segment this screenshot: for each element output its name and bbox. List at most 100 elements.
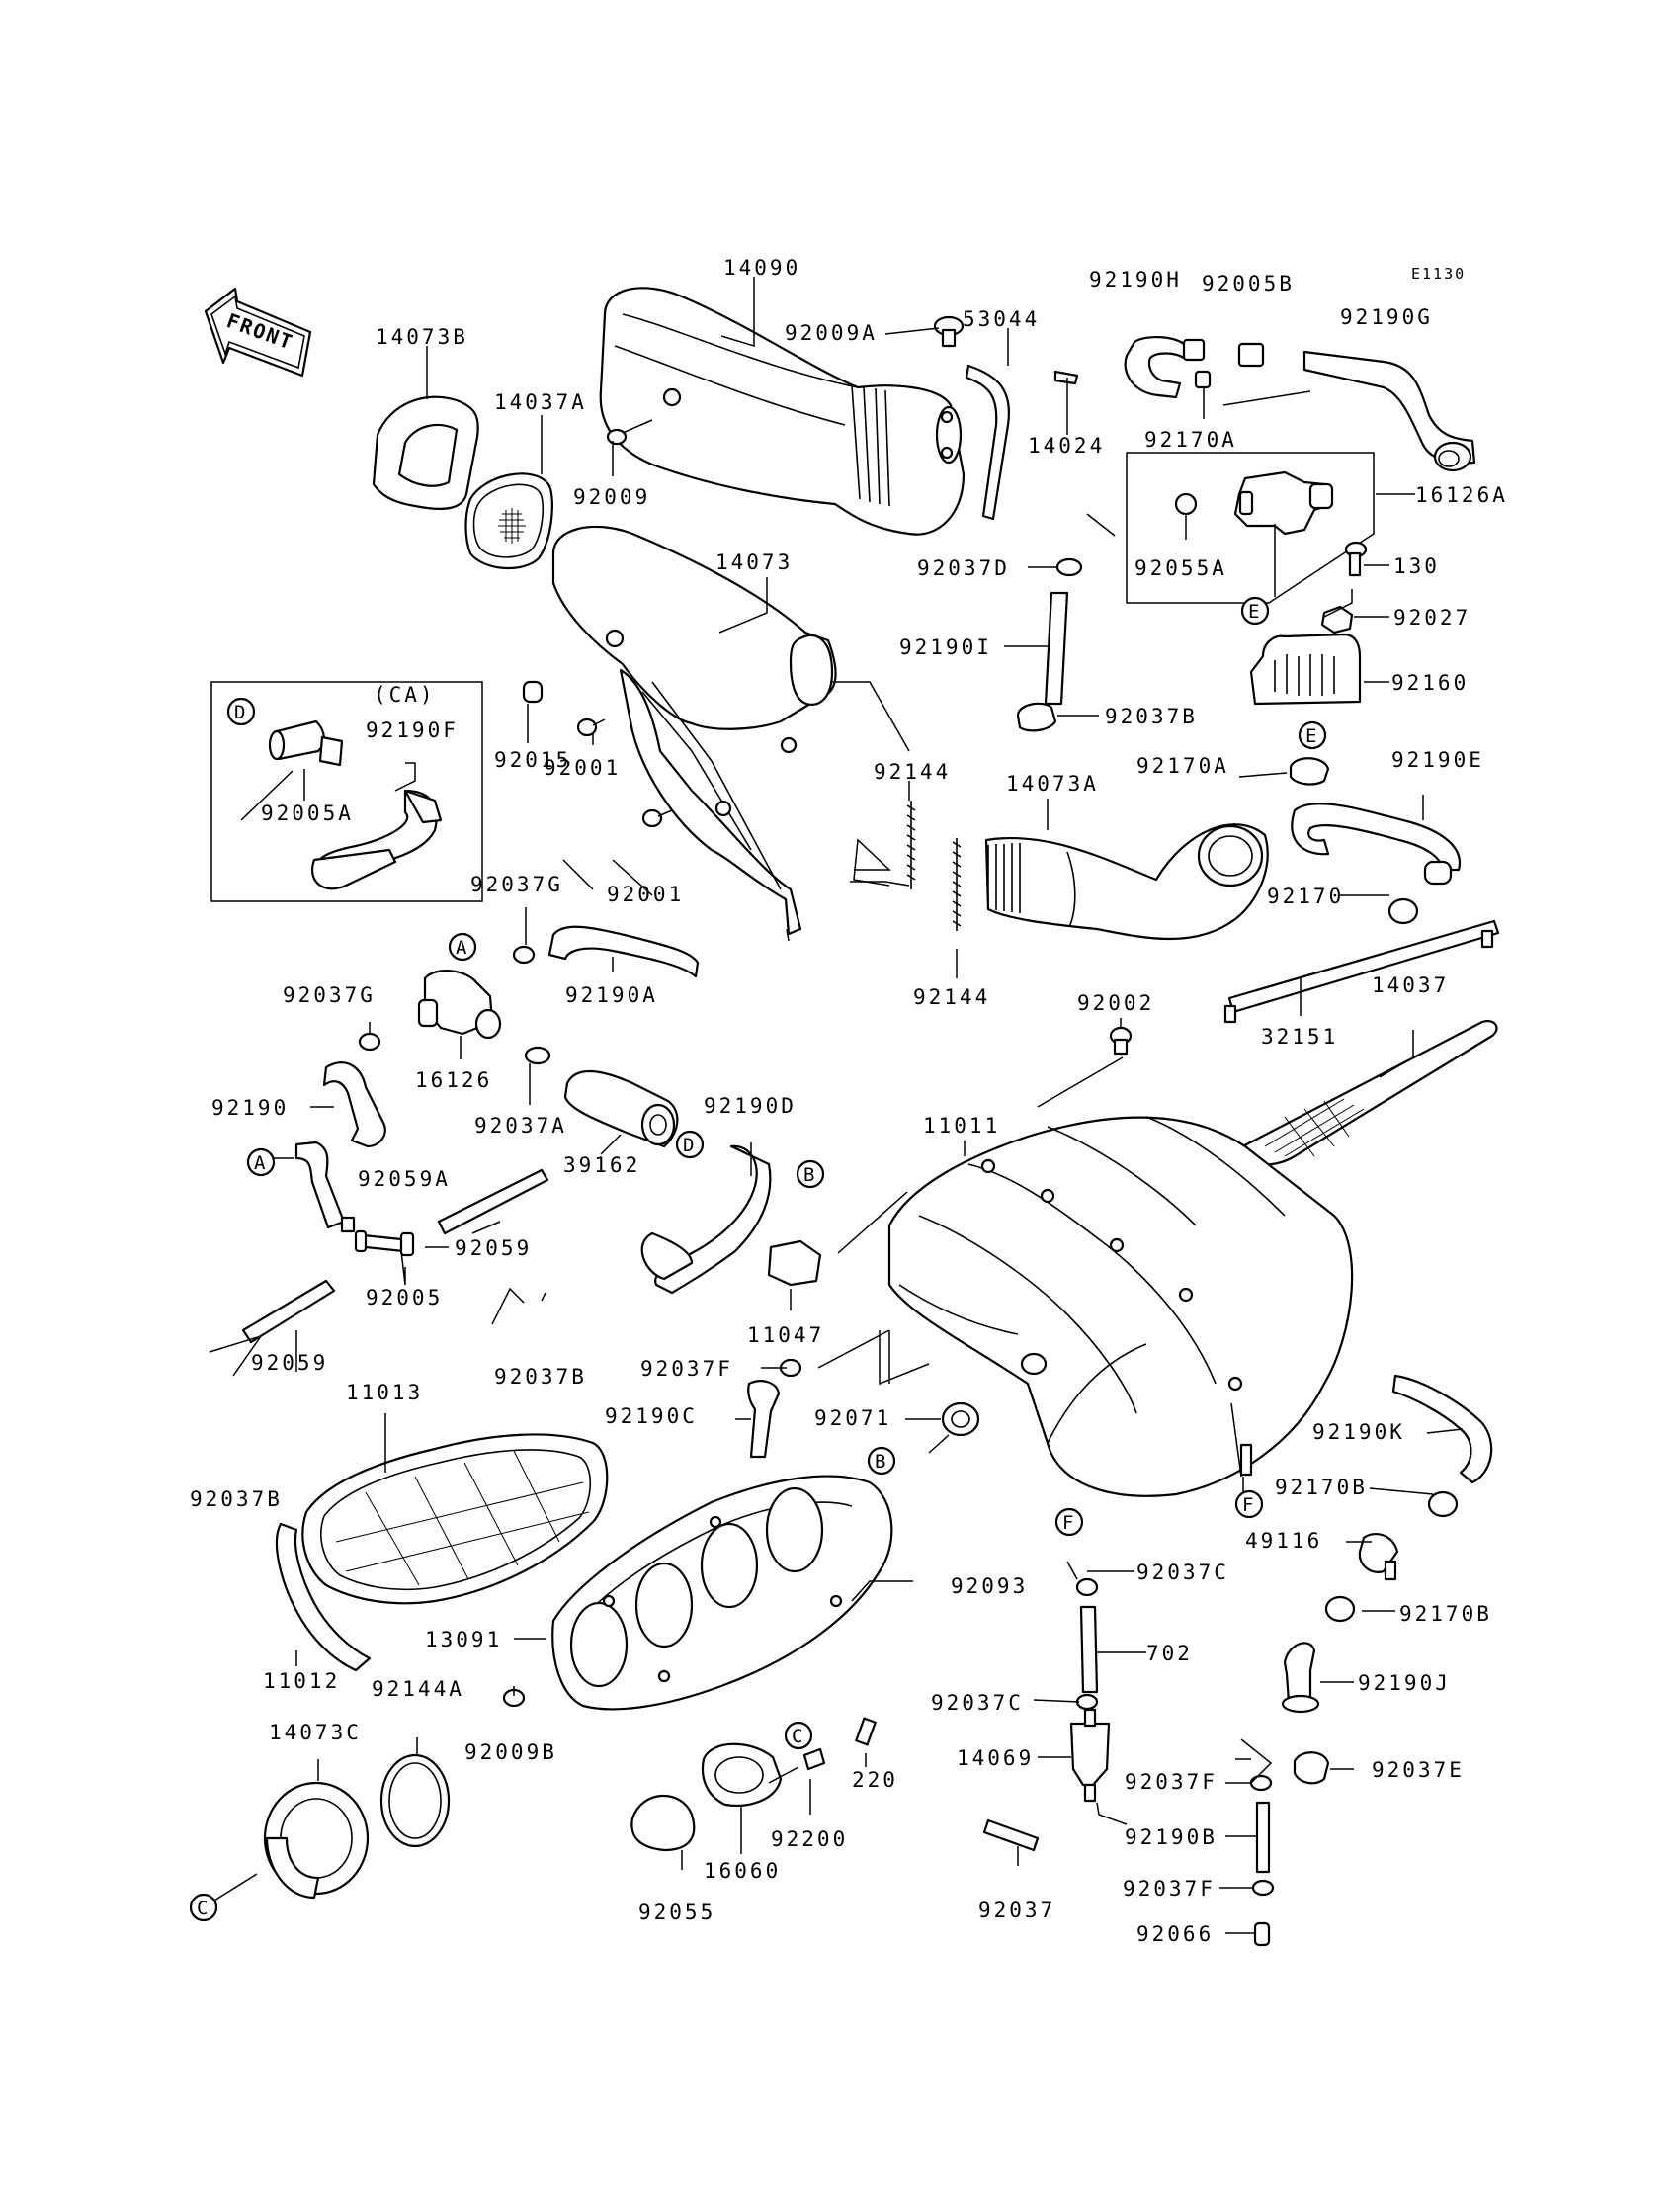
part-label-39162: 39162 xyxy=(563,1153,640,1177)
part-label-92170a-lower: 92170A xyxy=(1136,754,1229,778)
svg-text:B: B xyxy=(803,1164,814,1186)
part-label-92055: 92055 xyxy=(638,1901,715,1924)
springs-92144-drawing xyxy=(906,801,962,931)
fasteners-drawing xyxy=(522,680,673,828)
part-label-92037b-middle: 92037B xyxy=(494,1365,587,1389)
plate-13091-drawing xyxy=(551,1475,893,1711)
callout-d-lower: D xyxy=(675,1130,705,1159)
part-label-14069: 14069 xyxy=(957,1746,1034,1770)
part-label-92001-lower: 92001 xyxy=(607,883,684,906)
callout-b-upper: B xyxy=(796,1159,825,1189)
part-label-92009: 92009 xyxy=(573,485,650,509)
callout-e-lower: E xyxy=(1298,720,1327,750)
part-label-14090: 14090 xyxy=(723,256,800,280)
part-label-92190k: 92190K xyxy=(1312,1420,1405,1444)
part-label-92170b-lower: 92170B xyxy=(1399,1602,1492,1626)
clamp-92170-drawing xyxy=(1387,897,1419,925)
rod-32151-drawing xyxy=(1223,919,1500,1024)
part-label-14024: 14024 xyxy=(1028,434,1105,458)
hose-92190d-end-drawing xyxy=(640,1231,694,1281)
bolt-220-drawing xyxy=(855,1717,877,1746)
part-label-92015: 92015 xyxy=(494,748,571,772)
part-label-92009b: 92009B xyxy=(464,1740,557,1764)
part-92170a-drawing xyxy=(1194,370,1212,389)
valve-16060-drawing xyxy=(701,1742,783,1807)
pin-14024-drawing xyxy=(1053,370,1079,385)
svg-text:E: E xyxy=(1305,725,1316,747)
part-label-16060: 16060 xyxy=(704,1859,781,1883)
part-label-92190a: 92190A xyxy=(565,983,658,1007)
hose-92059a-drawing xyxy=(294,1141,346,1229)
callout-f-upper: F xyxy=(1234,1489,1264,1519)
filter-39162-drawing xyxy=(563,1070,679,1148)
callout-c-lower: C xyxy=(189,1893,218,1922)
filter-14037a-drawing xyxy=(464,472,553,570)
callout-f-lower: F xyxy=(1054,1507,1084,1537)
part-label-92190g: 92190G xyxy=(1340,305,1433,329)
part-label-92037f: 92037F xyxy=(640,1357,733,1381)
ring-92144a-drawing xyxy=(379,1753,451,1848)
svg-text:A: A xyxy=(254,1152,266,1174)
part-label-92059a: 92059A xyxy=(358,1167,451,1191)
part-label-92144a: 92144A xyxy=(372,1677,464,1701)
hose-92190g-drawing xyxy=(1302,350,1476,472)
clamp-92037f-lower-drawing xyxy=(1251,1879,1275,1897)
airbox-11011-drawing xyxy=(887,1116,1354,1497)
part-label-92037a: 92037A xyxy=(474,1114,567,1138)
part-label-92059: 92059 xyxy=(455,1236,532,1260)
part-label-32151: 32151 xyxy=(1261,1025,1338,1049)
svg-text:D: D xyxy=(234,702,245,723)
cap-92066-drawing xyxy=(1253,1921,1271,1947)
part-label-92200: 92200 xyxy=(771,1827,848,1851)
part-label-14073a: 14073A xyxy=(1006,772,1099,796)
diagram-code: E1130 xyxy=(1411,265,1466,283)
part-label-14037a: 14037A xyxy=(494,390,587,414)
part-label-92190h: 92190H xyxy=(1089,268,1182,292)
svg-text:F: F xyxy=(1242,1494,1253,1516)
hose-92190k-drawing xyxy=(1391,1374,1493,1484)
svg-text:E: E xyxy=(1248,601,1259,623)
callout-a-lower: A xyxy=(246,1147,276,1177)
clamp-92037b-drawing xyxy=(1016,702,1057,732)
part-label-92037b-lower: 92037B xyxy=(190,1487,283,1511)
part-label-14073c: 14073C xyxy=(269,1721,362,1744)
pipe-92190i-drawing xyxy=(1044,591,1069,706)
part-label-92009a: 92009A xyxy=(785,321,878,345)
svg-text:B: B xyxy=(875,1451,885,1473)
part-label-14037: 14037 xyxy=(1372,973,1449,997)
part-label-130: 130 xyxy=(1393,554,1440,578)
clamp-92170b-lower-drawing xyxy=(1324,1595,1356,1623)
bracket-11047-drawing xyxy=(767,1239,822,1287)
bolt-92009a-drawing xyxy=(933,315,965,348)
clamp-92170a-drawing xyxy=(1289,757,1330,786)
part-label-92059-lower: 92059 xyxy=(251,1351,328,1375)
pipe-92059-drawing xyxy=(437,1168,549,1235)
part-label-92190j: 92190J xyxy=(1358,1671,1451,1695)
hose-92190b-drawing xyxy=(1255,1801,1271,1874)
leader-lines xyxy=(209,277,1464,1934)
group-label-ca: (CA) xyxy=(374,683,436,707)
part-label-92093: 92093 xyxy=(951,1574,1028,1598)
part-label-92170: 92170 xyxy=(1267,885,1344,908)
part-label-92037d: 92037D xyxy=(917,556,1010,580)
screw-92009-drawing xyxy=(606,419,653,446)
part-label-92071: 92071 xyxy=(814,1406,891,1430)
nut-92200-drawing xyxy=(802,1747,826,1771)
part-label-11047: 11047 xyxy=(747,1323,824,1347)
part-label-702: 702 xyxy=(1146,1642,1193,1665)
part-label-92005b: 92005B xyxy=(1202,272,1295,296)
fitting-drawing xyxy=(1182,338,1206,362)
part-label-92066: 92066 xyxy=(1136,1922,1214,1946)
hose-92190j-drawing xyxy=(1283,1642,1316,1704)
part-label-92170a: 92170A xyxy=(1144,428,1237,452)
hose-92190c-drawing xyxy=(747,1380,781,1459)
part-label-92037e: 92037E xyxy=(1372,1758,1465,1782)
part-label-11011: 11011 xyxy=(923,1114,1000,1138)
bracket-92160-drawing xyxy=(1249,633,1362,706)
hose-92190-drawing xyxy=(322,1061,386,1148)
part-label-16126a: 16126A xyxy=(1415,483,1508,507)
callout-b-lower: B xyxy=(867,1446,896,1476)
svg-text:D: D xyxy=(683,1135,694,1156)
fitting-lower-drawing xyxy=(340,1216,356,1233)
